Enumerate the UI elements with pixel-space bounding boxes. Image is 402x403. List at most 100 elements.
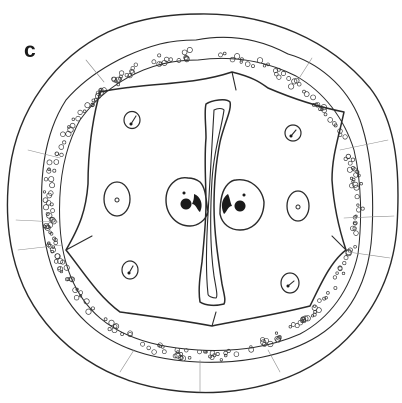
stipple-dot	[66, 131, 71, 136]
stipple-dot	[78, 110, 82, 114]
stipple-dot	[344, 256, 348, 260]
stipple-dot	[230, 57, 235, 62]
stipple-dot	[312, 305, 317, 310]
left-organ-claw	[192, 194, 202, 212]
stipple-dot	[218, 53, 222, 57]
right-organ-nucleus	[235, 201, 246, 212]
stipple-dot	[289, 326, 292, 329]
stipple-dot	[326, 291, 329, 294]
stipple-dot	[44, 177, 48, 181]
stipple-dot	[109, 320, 114, 325]
vertex-mark-top	[232, 72, 236, 90]
stipple-dot	[63, 141, 66, 144]
left-organ-dot	[183, 192, 186, 195]
stipple-dot	[130, 70, 135, 75]
stipple-dot	[311, 95, 316, 100]
small-cell	[287, 191, 309, 221]
cortex-band-outer-edge	[42, 37, 373, 362]
small-cell	[281, 273, 299, 293]
stipple-dot	[342, 272, 345, 275]
stipple-dot	[251, 65, 254, 68]
stipple-dot	[348, 161, 352, 165]
stipple-dot	[277, 75, 281, 79]
stipple-dot	[91, 307, 94, 310]
stipple-dot	[291, 323, 295, 327]
stipple-dot	[346, 154, 350, 158]
stipple-dot	[134, 63, 138, 67]
stipple-dot	[152, 60, 156, 64]
stipple-dot	[53, 169, 56, 172]
stipple-dot	[328, 117, 333, 122]
stipple-dot	[61, 132, 66, 137]
stipple-dot	[55, 254, 60, 259]
stipple-dot	[85, 103, 90, 108]
stipple-dot	[49, 176, 54, 181]
stipple-dot	[182, 50, 187, 55]
stipple-dot	[74, 295, 79, 300]
stipple-dot	[162, 350, 166, 354]
stipple-dot	[147, 346, 151, 350]
stipple-dot	[355, 195, 359, 199]
stipple-dot	[234, 54, 239, 59]
stipple-dot	[245, 62, 250, 67]
stipple-dot	[349, 183, 353, 187]
stipple-dot	[357, 204, 359, 206]
stipple-dot	[72, 118, 75, 121]
small-cell	[104, 182, 130, 216]
small-cell	[285, 125, 301, 141]
small-cell	[124, 112, 140, 129]
stipple-dot	[169, 58, 173, 62]
stipple-dot	[333, 276, 336, 279]
stipple-dot	[354, 222, 357, 225]
stipple-dot	[60, 153, 64, 157]
stipple-dot	[275, 332, 277, 334]
stipple-dot	[188, 356, 191, 359]
stipple-dot	[360, 182, 363, 185]
stipple-dot	[58, 267, 61, 270]
cortex-stipple	[43, 47, 364, 361]
stipple-dot	[43, 198, 48, 203]
stipple-dot	[141, 342, 145, 346]
stipple-dot	[187, 47, 192, 52]
stipple-dot	[281, 71, 285, 75]
outer-ring	[7, 14, 398, 393]
stipple-dot	[288, 84, 293, 89]
stipple-dot	[257, 58, 262, 63]
stipple-dot	[152, 350, 157, 355]
stipple-dot	[343, 135, 347, 139]
stipple-dot	[50, 183, 55, 188]
stipple-dot	[303, 90, 306, 93]
stipple-dot	[354, 245, 357, 248]
stipple-dot	[76, 116, 81, 121]
stipple-dot	[220, 359, 222, 361]
stipple-dot	[318, 299, 322, 303]
stipple-dot	[47, 169, 51, 173]
stipple-dot	[79, 291, 83, 295]
stipple-dot	[108, 327, 111, 330]
stipple-dot	[175, 348, 180, 353]
stipple-dot	[334, 286, 337, 289]
stipple-dot	[119, 71, 124, 76]
stipple-dot	[51, 209, 55, 213]
stipple-dot	[324, 113, 327, 116]
stipple-dot	[356, 208, 360, 212]
panel-label: c	[24, 40, 36, 61]
right-organ-claw	[222, 194, 232, 214]
stipple-dot	[223, 52, 226, 55]
stipple-dot	[343, 261, 346, 264]
stipple-dot	[216, 352, 219, 355]
stipple-dot	[47, 160, 52, 165]
stipple-dot	[210, 355, 214, 359]
stipple-dot	[354, 231, 359, 236]
stipple-dot	[263, 65, 266, 68]
vertex-mark-bottom	[212, 312, 216, 326]
right-organ-dot	[243, 194, 246, 197]
left-organ-nucleus	[181, 199, 192, 210]
stipple-dot	[83, 110, 86, 113]
stipple-dot	[361, 207, 364, 210]
stipple-dot	[86, 309, 91, 314]
stipple-dot	[295, 324, 299, 328]
stipple-dot	[234, 352, 239, 357]
